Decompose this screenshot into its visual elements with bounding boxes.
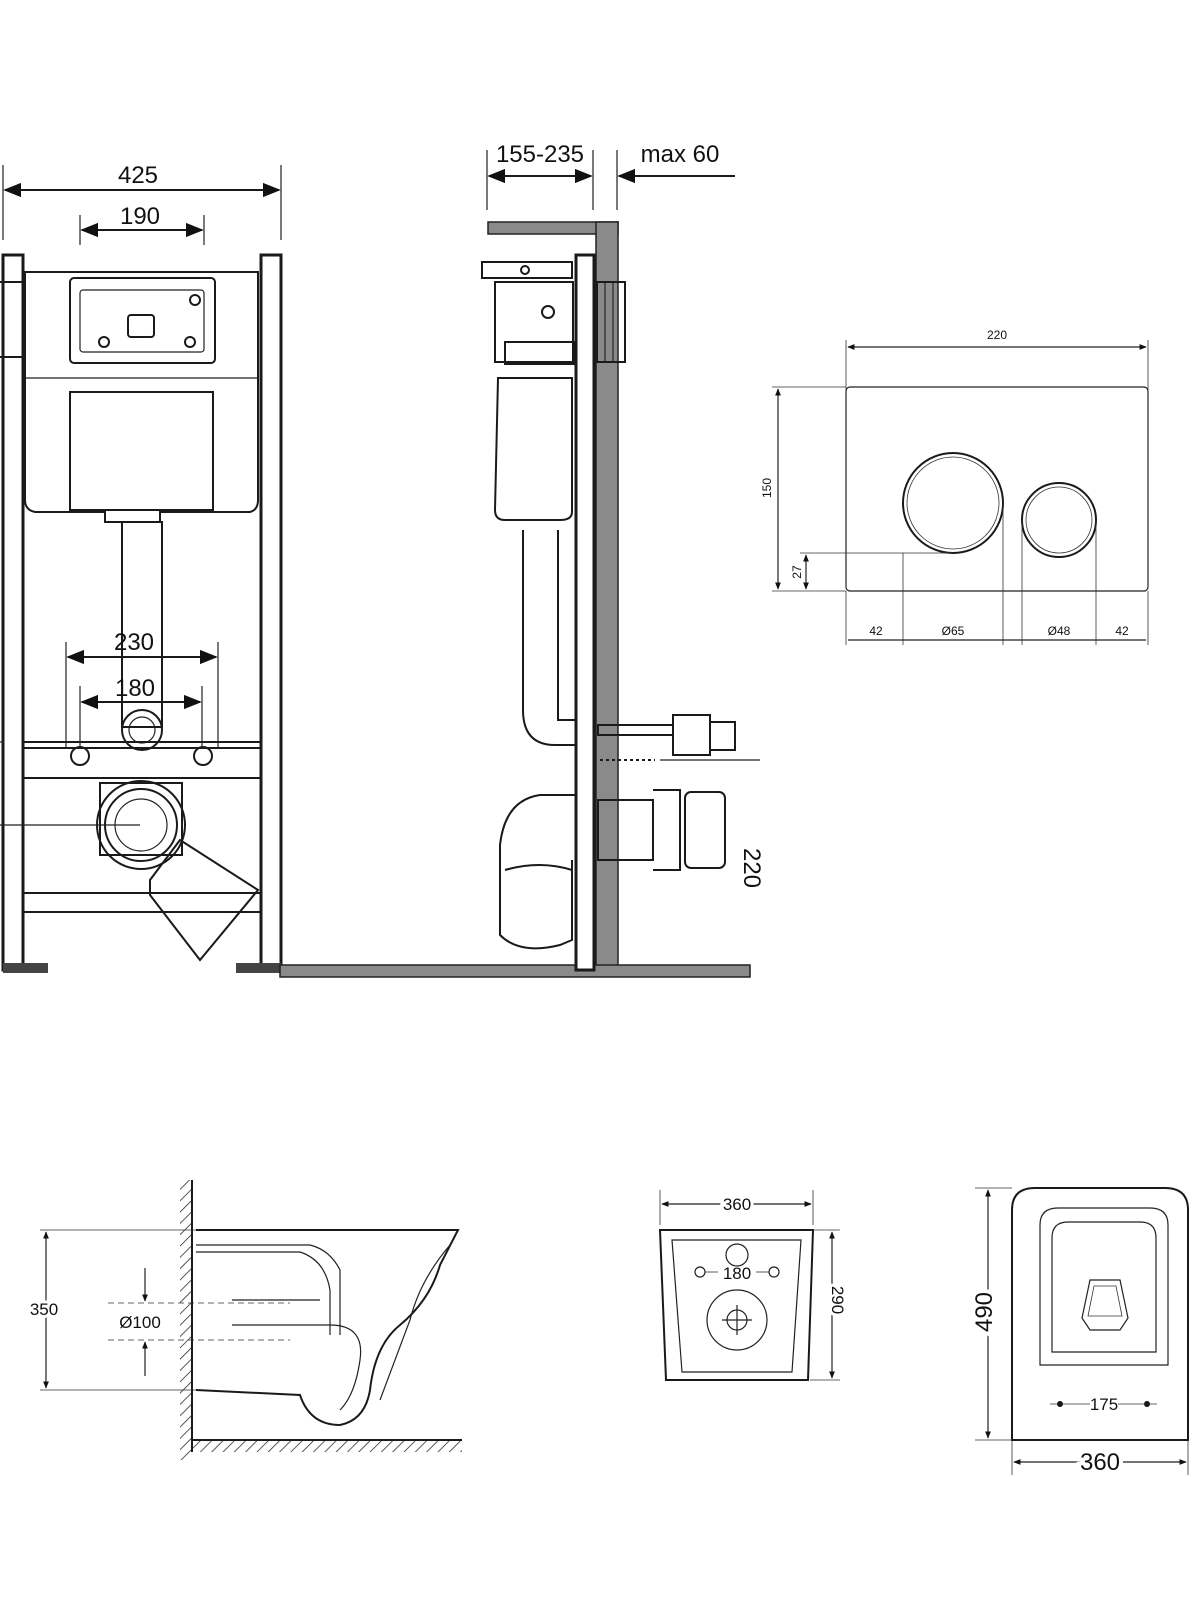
dim-label-top-length: 490 [971,1292,998,1332]
dim-label-back-width: 360 [723,1195,751,1214]
svg-text:490: 490 [971,1292,998,1332]
frame-right-foot [236,963,281,973]
dim-label-button-small: Ø48 [1048,624,1071,638]
dim-label-230: 230 [114,629,154,656]
flush-outlet [121,709,163,751]
side-flush-pipe [522,530,575,746]
drain-connector [597,799,654,861]
bowl-top-view: 490 490 175 360 360 [967,1187,1189,1480]
dim-label-offset: 27 [790,565,804,579]
svg-text:350: 350 [30,1300,58,1319]
dim-label-outlet: Ø100 [119,1313,161,1332]
drain-bracket [99,782,183,856]
drain-elbow [149,838,260,962]
dim-label-button-large: Ø65 [942,624,965,638]
frame-side-view: 155-235 max 60 [279,141,765,978]
dim-label-max: max 60 [641,141,720,168]
bowl-top-opening [1039,1207,1169,1366]
dim-label-top-bolts: 175 [1090,1395,1118,1414]
cistern-body [24,271,259,523]
flush-plate-view: 220 150 27 42 Ø65 Ø48 42 [760,328,1149,645]
flush-button-small [1021,482,1097,558]
bowl-side-view: 350 350 Ø100 [27,1180,462,1460]
dim-label-margin-left: 42 [869,624,883,638]
side-cistern [493,377,573,521]
flush-button-large [902,452,1004,554]
flush-plate-outline [845,386,1149,592]
side-flush-plate [596,281,626,363]
side-cut-label: 220 [738,848,765,888]
floor-section [279,964,751,978]
side-drain-trap [499,794,575,950]
dim-label-plate-height: 150 [760,478,774,498]
bowl-top-outline [1011,1187,1189,1441]
mounting-stud-right [193,746,213,766]
bowl-back-outlet [706,1289,768,1351]
flush-pipe [121,521,163,728]
side-top-bracket [481,261,573,279]
dim-label-180: 180 [115,675,155,702]
dim-label-margin-right: 42 [1115,624,1129,638]
dim-label-top-width: 360 [1080,1449,1120,1476]
dim-label-425: 425 [118,162,158,189]
dim-label-back-bolts: 180 [723,1264,751,1283]
side-actuator-box [494,281,574,363]
dim-label-190: 190 [120,203,160,230]
frame-front-view: 425 190 [0,162,283,973]
bowl-wall-hatch [180,1180,192,1460]
cistern-access-panel [69,391,214,511]
svg-text:360: 360 [723,1195,751,1214]
bowl-back-inlet [725,1243,749,1267]
bowl-back-outline [658,1229,815,1381]
frame-left-foot [3,963,48,973]
flush-connector [672,714,711,756]
frame-left-upright [1,253,25,972]
bowl-side-outline [195,1229,460,1427]
frame-side-upright [574,253,596,972]
bowl-back-view: 360 360 180 290 290 [658,1190,850,1381]
svg-text:290: 290 [828,1286,847,1314]
mounting-stud-left [70,746,90,766]
bowl-floor-hatch [192,1440,462,1452]
dim-label-depth: 155-235 [496,141,584,168]
dim-label-plate-width: 220 [987,328,1007,342]
dim-label-back-height: 290 [828,1286,847,1314]
dim-label-bowl-height: 350 [30,1300,58,1319]
svg-text:360: 360 [1080,1449,1120,1476]
bowl-top-drain [1081,1279,1129,1331]
actuator-mount [69,277,216,364]
frame-right-upright [259,253,283,972]
